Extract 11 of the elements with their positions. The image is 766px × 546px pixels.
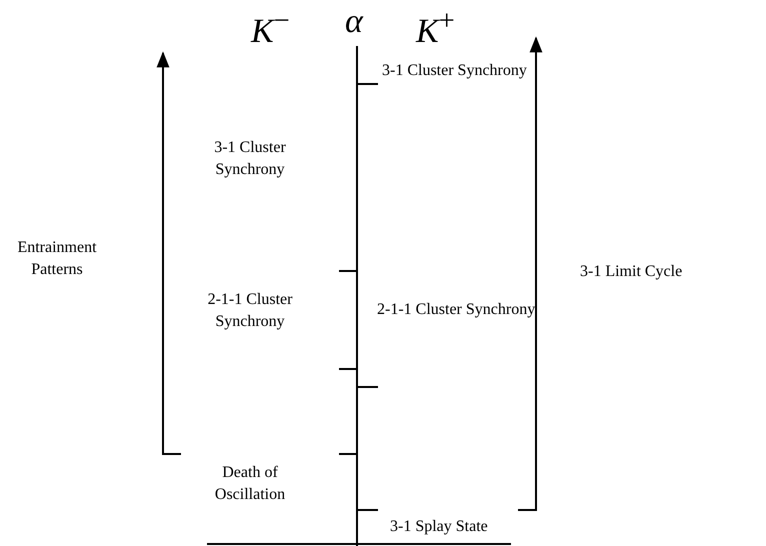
region-label: Death of Oscillation: [214, 464, 286, 503]
parameter-symbol: K$^{−}$: [251, 13, 290, 50]
region-label: 3-1 Cluster Synchrony: [382, 62, 527, 79]
region-label: 3-1 Cluster Synchrony: [214, 139, 286, 178]
region-label: 3-1 Splay State: [390, 518, 488, 535]
region-label: 2-1-1 Cluster Synchrony: [208, 291, 292, 330]
parameter-symbol: K$^{+}$: [416, 13, 455, 50]
range-label: Entrainment Patterns: [17, 239, 97, 278]
parameter-symbol: α: [345, 3, 363, 40]
region-label: 2-1-1 Cluster Synchrony: [377, 301, 536, 318]
range-label: 3-1 Limit Cycle: [580, 263, 682, 280]
